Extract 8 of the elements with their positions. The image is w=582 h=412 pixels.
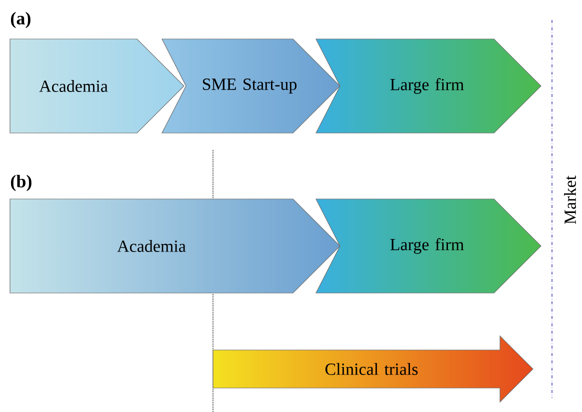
axis-label: Market <box>564 176 576 224</box>
arrow-box: Clinical trials <box>212 335 534 403</box>
chevron-box: Large firm <box>316 38 542 134</box>
chevron-box: SME Start-up <box>162 38 340 134</box>
chevron-box: Academia <box>10 38 184 134</box>
panel-label: (b) <box>11 174 32 192</box>
chevron-box: Large firm <box>316 198 542 294</box>
chevron-box: Academia <box>10 198 340 294</box>
